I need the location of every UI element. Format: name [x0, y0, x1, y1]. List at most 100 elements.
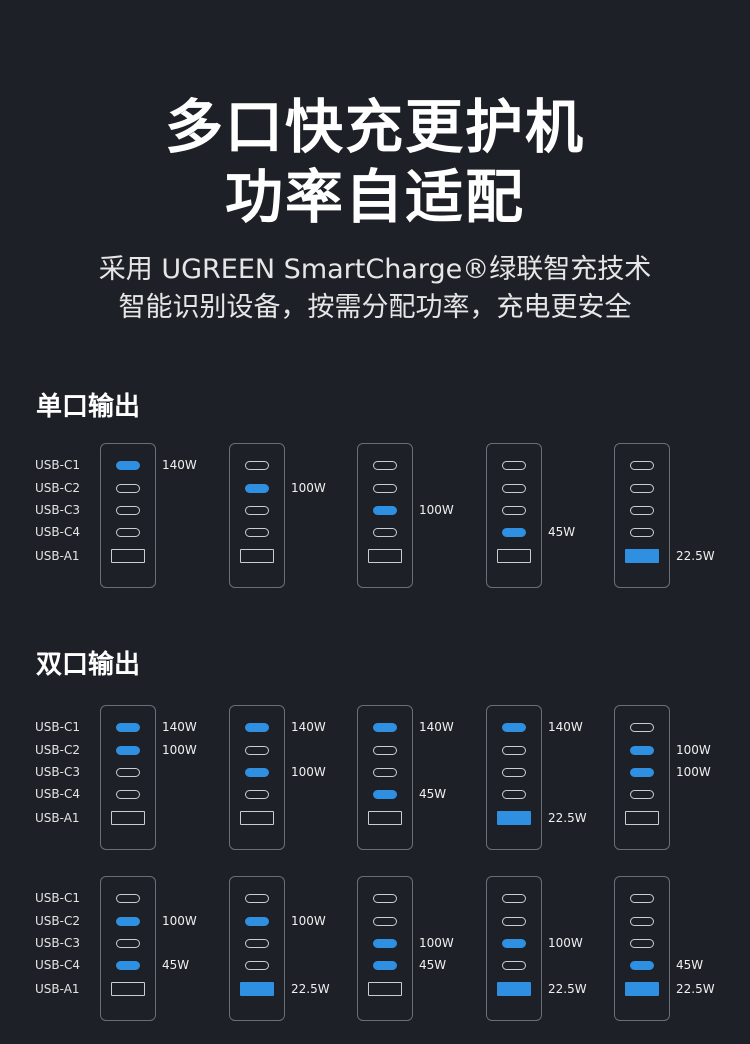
- usb-c2-port-icon: [116, 916, 140, 926]
- usb-c2-port-icon: [502, 745, 526, 755]
- usb-c3-port-icon: [373, 505, 397, 515]
- usb-c1-port-icon: [502, 893, 526, 903]
- watt-label: 22.5W: [291, 982, 330, 996]
- usb-c4-port-icon: [502, 960, 526, 970]
- watt-label: 100W: [419, 503, 454, 517]
- watt-label: 45W: [419, 958, 447, 972]
- usb-c4-port-icon: [502, 527, 526, 537]
- port-label-usb-c3: USB-C3: [35, 503, 80, 517]
- usb-c3-port-icon: [502, 938, 526, 948]
- headline-line2: 功率自适配: [224, 163, 525, 231]
- watt-label: 140W: [548, 720, 583, 734]
- watt-label: 100W: [291, 481, 326, 495]
- port-label-usb-c4: USB-C4: [35, 958, 80, 972]
- usb-c4-port-icon: [116, 960, 140, 970]
- usb-c2-port-icon: [373, 483, 397, 493]
- usb-c3-port-icon: [502, 767, 526, 777]
- usb-c4-port-icon: [116, 789, 140, 799]
- usb-a1-port-icon: [111, 549, 145, 563]
- dual-port-config-5: [614, 705, 670, 850]
- usb-c1-port-icon: [245, 460, 269, 470]
- single-port-config-4: [486, 443, 542, 588]
- usb-a1-port-icon: [368, 549, 402, 563]
- usb-c2-port-icon: [502, 916, 526, 926]
- port-label-usb-c2: USB-C2: [35, 743, 80, 757]
- port-label-usb-c4: USB-C4: [35, 525, 80, 539]
- usb-c1-port-icon: [502, 722, 526, 732]
- port-label-usb-c1: USB-C1: [35, 458, 80, 472]
- usb-c3-port-icon: [245, 505, 269, 515]
- port-label-usb-a1: USB-A1: [35, 549, 80, 563]
- usb-a1-port-icon: [625, 811, 659, 825]
- usb-c2-port-icon: [373, 745, 397, 755]
- port-label-usb-c1: USB-C1: [35, 720, 80, 734]
- usb-c1-port-icon: [502, 460, 526, 470]
- usb-c3-port-icon: [373, 938, 397, 948]
- usb-c3-port-icon: [116, 505, 140, 515]
- watt-label: 140W: [162, 458, 197, 472]
- usb-a1-port-icon: [111, 811, 145, 825]
- usb-c1-port-icon: [630, 893, 654, 903]
- usb-c2-port-icon: [116, 745, 140, 755]
- dual-port-config-7: [229, 876, 285, 1021]
- watt-label: 100W: [162, 743, 197, 757]
- port-label-usb-a1: USB-A1: [35, 982, 80, 996]
- watt-label: 45W: [162, 958, 190, 972]
- dual-port-heading: 双口输出: [36, 650, 141, 680]
- subtitle-line2: 智能识别设备，按需分配功率，充电更安全: [118, 292, 632, 323]
- port-label-usb-c3: USB-C3: [35, 936, 80, 950]
- usb-c3-port-icon: [630, 767, 654, 777]
- usb-c4-port-icon: [373, 789, 397, 799]
- usb-c2-port-icon: [502, 483, 526, 493]
- dual-port-config-6: [100, 876, 156, 1021]
- usb-a1-port-icon: [368, 982, 402, 996]
- port-label-usb-c1: USB-C1: [35, 891, 80, 905]
- usb-c4-port-icon: [630, 789, 654, 799]
- usb-a1-port-icon: [625, 982, 659, 996]
- watt-label: 45W: [676, 958, 704, 972]
- usb-a1-port-icon: [497, 549, 531, 563]
- usb-c1-port-icon: [116, 460, 140, 470]
- usb-c4-port-icon: [245, 960, 269, 970]
- usb-c1-port-icon: [373, 893, 397, 903]
- usb-a1-port-icon: [240, 982, 274, 996]
- watt-label: 22.5W: [676, 982, 715, 996]
- usb-c4-port-icon: [373, 960, 397, 970]
- usb-c2-port-icon: [245, 483, 269, 493]
- watt-label: 22.5W: [548, 811, 587, 825]
- watt-label: 100W: [676, 743, 711, 757]
- watt-label: 100W: [419, 936, 454, 950]
- usb-c3-port-icon: [116, 938, 140, 948]
- usb-a1-port-icon: [240, 811, 274, 825]
- watt-label: 140W: [419, 720, 454, 734]
- usb-c1-port-icon: [245, 893, 269, 903]
- usb-c2-port-icon: [245, 745, 269, 755]
- port-label-usb-c2: USB-C2: [35, 914, 80, 928]
- usb-c3-port-icon: [630, 938, 654, 948]
- usb-c4-port-icon: [373, 527, 397, 537]
- usb-a1-port-icon: [625, 549, 659, 563]
- watt-label: 100W: [676, 765, 711, 779]
- headline-line1: 多口快充更护机: [164, 93, 585, 161]
- usb-a1-port-icon: [240, 549, 274, 563]
- usb-c4-port-icon: [630, 527, 654, 537]
- watt-label: 100W: [291, 914, 326, 928]
- watt-label: 100W: [162, 914, 197, 928]
- watt-label: 100W: [291, 765, 326, 779]
- dual-port-config-9: [486, 876, 542, 1021]
- port-label-usb-c4: USB-C4: [35, 787, 80, 801]
- usb-c3-port-icon: [630, 505, 654, 515]
- watt-label: 45W: [548, 525, 576, 539]
- watt-label: 22.5W: [676, 549, 715, 563]
- dual-port-config-8: [357, 876, 413, 1021]
- usb-c2-port-icon: [630, 483, 654, 493]
- usb-c1-port-icon: [116, 722, 140, 732]
- single-port-heading: 单口输出: [36, 392, 141, 422]
- usb-a1-port-icon: [368, 811, 402, 825]
- usb-c3-port-icon: [245, 938, 269, 948]
- usb-a1-port-icon: [497, 811, 531, 825]
- watt-label: 140W: [291, 720, 326, 734]
- watt-label: 45W: [419, 787, 447, 801]
- usb-c3-port-icon: [245, 767, 269, 777]
- usb-a1-port-icon: [111, 982, 145, 996]
